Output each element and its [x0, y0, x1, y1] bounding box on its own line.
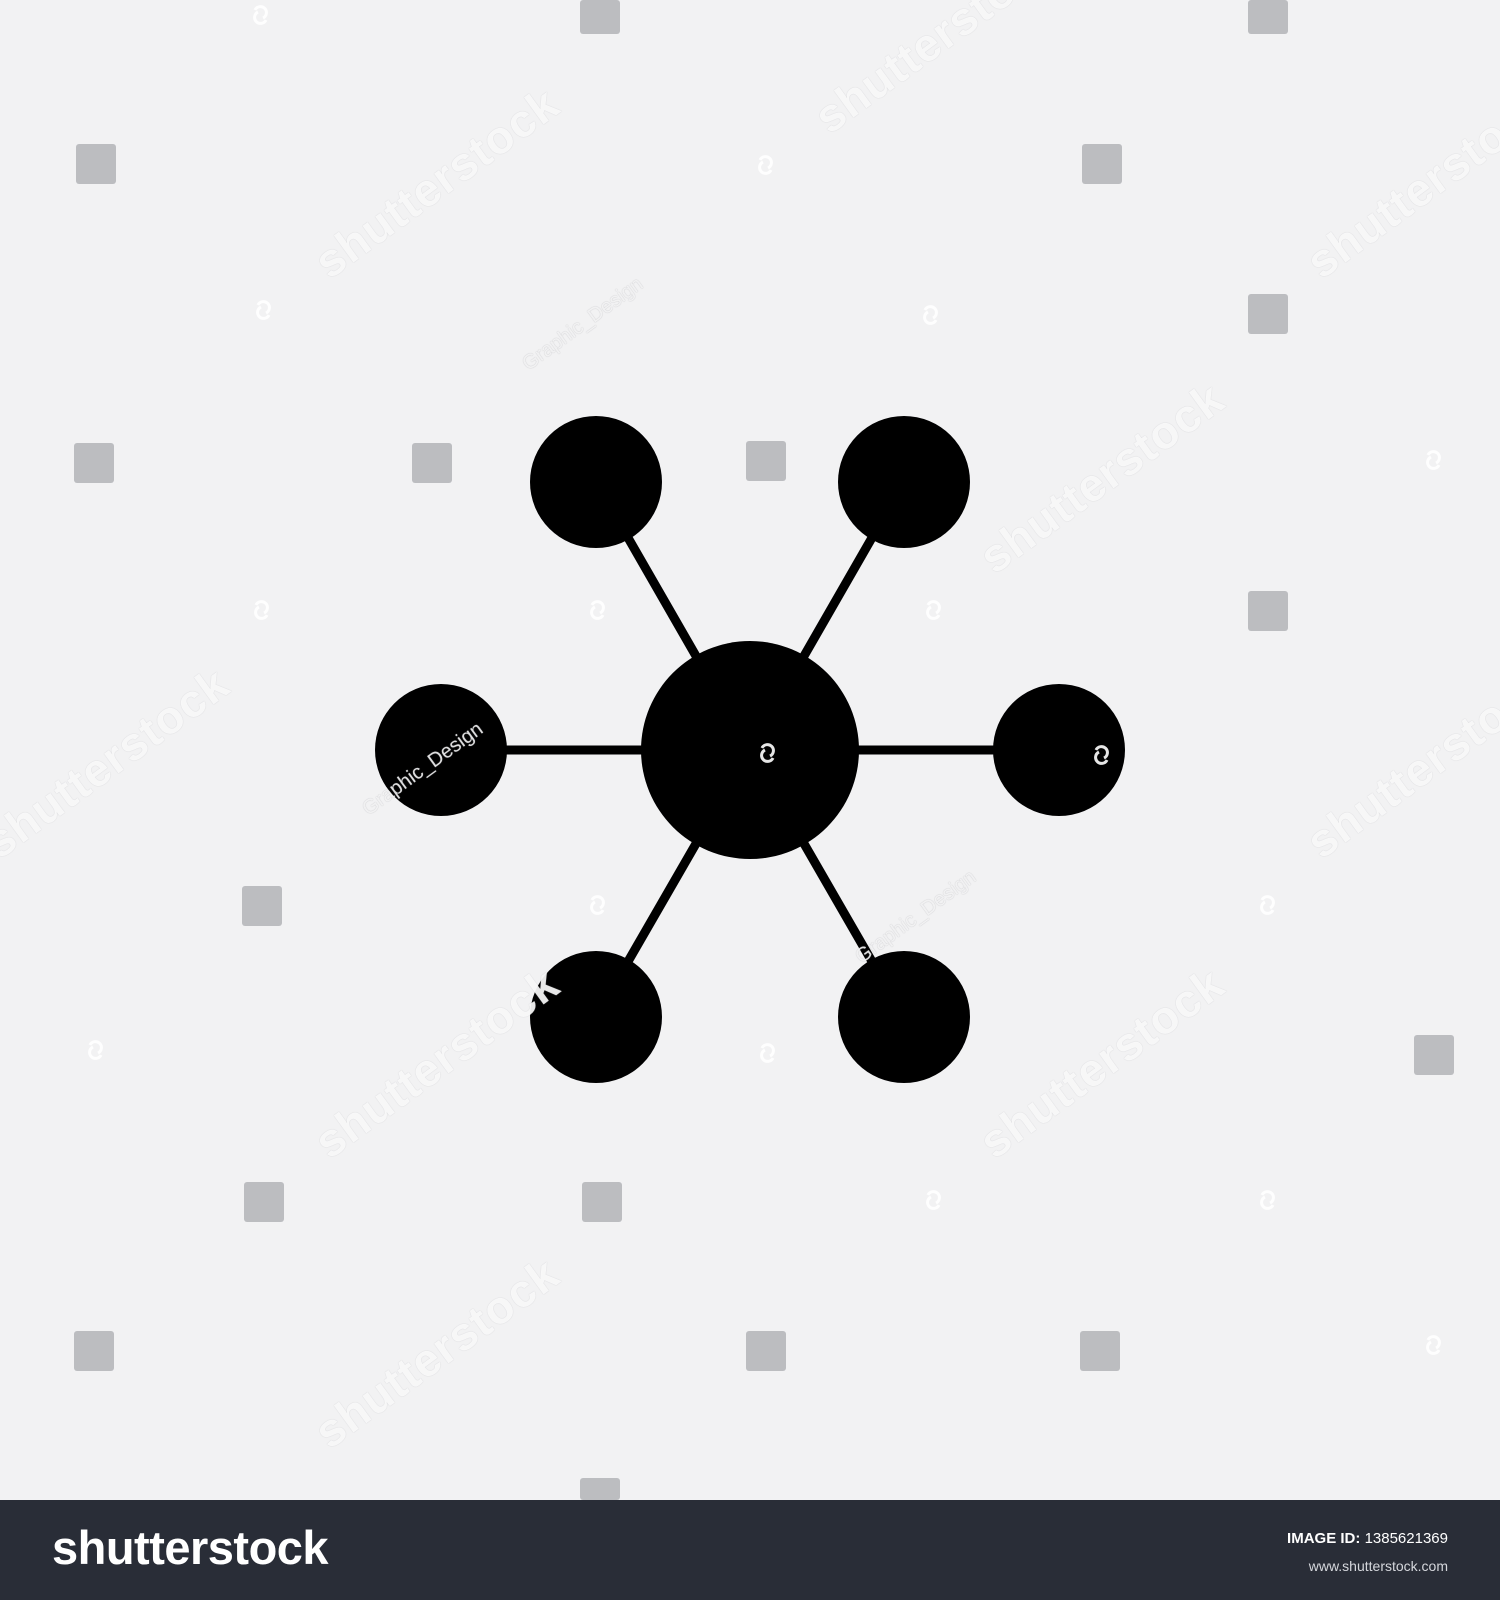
node-top-right: [838, 416, 970, 548]
watermark-small-marks: [88, 5, 1441, 1355]
node-right: [993, 684, 1125, 816]
node-left: [375, 684, 507, 816]
network-hub-icon: [74, 0, 1454, 1500]
footer-bar: shutterstock IMAGE ID: 1385621369 www.sh…: [0, 1500, 1500, 1600]
watermark-tiles: [74, 0, 1454, 1500]
node-top-left: [530, 416, 662, 548]
image-id-label: IMAGE ID:: [1287, 1530, 1361, 1547]
image-id-value: 1385621369: [1364, 1530, 1448, 1547]
image-canvas: shutterstock shutterstock shutterstock s…: [0, 0, 1500, 1500]
node-bottom-right: [838, 951, 970, 1083]
nodes: [375, 416, 1125, 1083]
hub-node: [641, 641, 859, 859]
site-url: www.shutterstock.com: [1308, 1558, 1448, 1574]
image-id: IMAGE ID: 1385621369: [1287, 1530, 1448, 1548]
node-bottom-left: [530, 951, 662, 1083]
shutterstock-logo: shutterstock: [52, 1521, 329, 1574]
